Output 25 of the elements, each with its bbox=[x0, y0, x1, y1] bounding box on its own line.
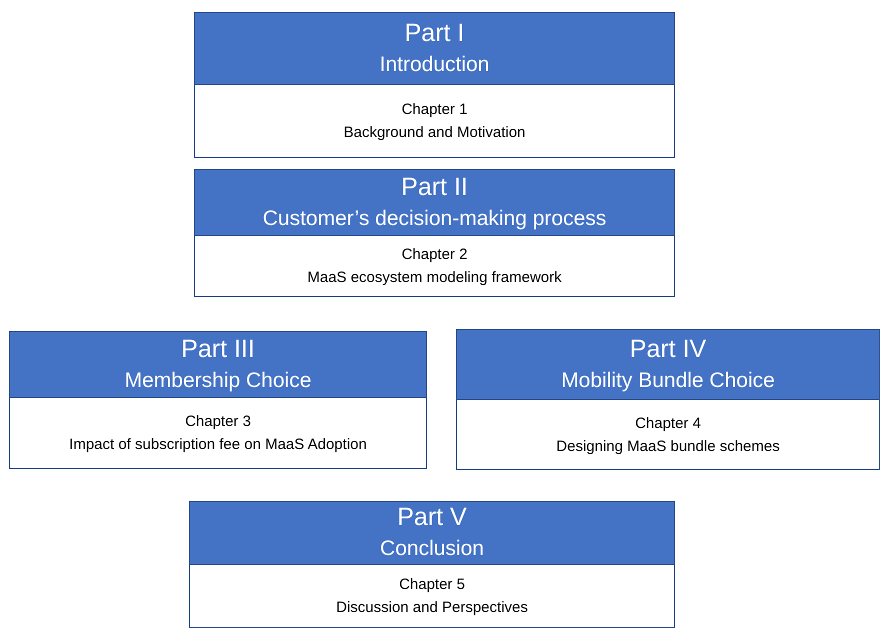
chapter-title: Designing MaaS bundle schemes bbox=[556, 436, 780, 456]
part-number: Part III bbox=[181, 334, 255, 364]
part-card bbox=[194, 169, 675, 297]
chapter-number: Chapter 3 bbox=[185, 412, 251, 432]
chapter-number: Chapter 2 bbox=[402, 245, 468, 265]
part-number: Part V bbox=[397, 502, 467, 533]
chapter-title: Background and Motivation bbox=[344, 123, 526, 143]
part-card bbox=[194, 12, 675, 158]
chapter-number: Chapter 4 bbox=[635, 414, 701, 434]
part-number: Part I bbox=[404, 18, 464, 48]
part-title: Conclusion bbox=[380, 536, 484, 562]
part-card bbox=[456, 329, 880, 470]
part-title: Customer’s decision-making process bbox=[262, 206, 606, 232]
part-number: Part II bbox=[401, 172, 468, 202]
chapter-title: MaaS ecosystem modeling framework bbox=[307, 268, 562, 288]
part-title: Membership Choice bbox=[124, 368, 312, 394]
chapter-title: Discussion and Perspectives bbox=[336, 598, 528, 618]
part-title: Mobility Bundle Choice bbox=[561, 368, 775, 394]
chapter-title: Impact of subscription fee on MaaS Adoption bbox=[69, 435, 367, 455]
part-number: Part IV bbox=[630, 334, 706, 364]
chapter-number: Chapter 1 bbox=[402, 100, 468, 120]
chapter-number: Chapter 5 bbox=[399, 575, 465, 595]
part-card bbox=[189, 501, 675, 628]
part-card bbox=[9, 331, 427, 469]
part-title: Introduction bbox=[380, 52, 490, 78]
